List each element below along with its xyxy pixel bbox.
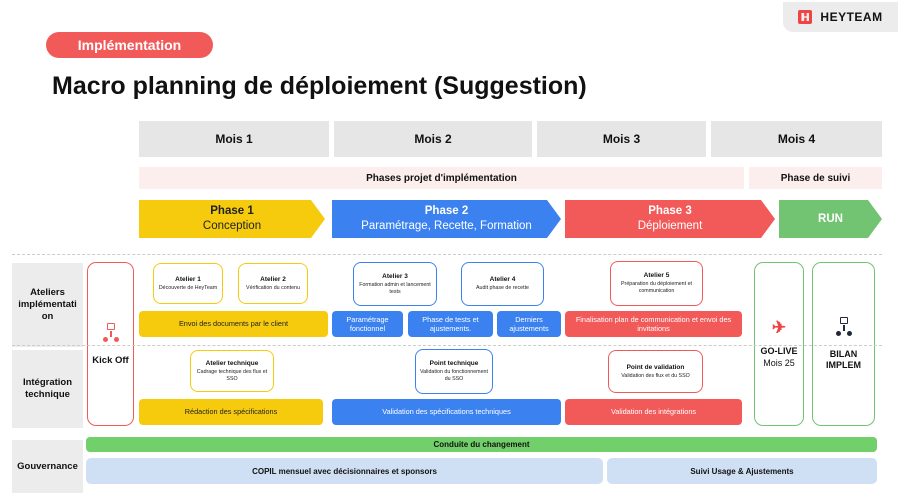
bilan-label: BILAN IMPLEM bbox=[826, 348, 861, 370]
month-4-header: Mois 4 bbox=[711, 121, 882, 157]
org-chart-icon bbox=[835, 316, 852, 339]
phase-title: Phase 2 bbox=[424, 205, 469, 218]
tech-card-title: Point de validation bbox=[626, 363, 685, 371]
conduite-bar: Conduite du changement bbox=[86, 437, 877, 452]
tech-card-title: Atelier technique bbox=[205, 359, 259, 367]
workshop-bar: Phase de tests et ajustements. bbox=[408, 311, 493, 337]
phase-1-arrow: Phase 1 Conception bbox=[139, 200, 325, 238]
rocket-icon: ✈ bbox=[771, 318, 787, 338]
tech-card-title: Point technique bbox=[429, 360, 479, 368]
phase-title: Phase 3 bbox=[648, 205, 692, 218]
run-arrow: RUN bbox=[779, 200, 882, 238]
suivi-band: Phase de suivi bbox=[749, 167, 882, 189]
golive-sub: Mois 25 bbox=[763, 357, 795, 368]
workshop-card: Atelier 2 Vérification du contenu bbox=[238, 263, 308, 304]
tech-bar: Validation des spécifications techniques bbox=[332, 399, 561, 425]
row-label-ateliers: Ateliers implémentati on bbox=[12, 263, 83, 347]
tech-card: Atelier technique Cadrage technique des … bbox=[190, 350, 274, 392]
month-3-header: Mois 3 bbox=[537, 121, 706, 157]
phase-subtitle: Conception bbox=[202, 220, 262, 232]
suivi-usage-bar: Suivi Usage & Ajustements bbox=[607, 458, 877, 484]
kickoff-column: Kick Off bbox=[87, 262, 134, 426]
phase-title: RUN bbox=[818, 212, 843, 225]
workshop-title: Atelier 3 bbox=[382, 272, 408, 280]
phase-3-arrow: Phase 3 Déploiement bbox=[565, 200, 775, 238]
row-label-integration: Intégration technique bbox=[12, 350, 83, 428]
workshop-bar: Envoi des documents par le client bbox=[139, 311, 328, 337]
tech-bar: Rédaction des spécifications bbox=[139, 399, 323, 425]
workshop-desc: Découverte de HeyTeam bbox=[158, 284, 218, 291]
section-pill: Implémentation bbox=[46, 32, 213, 58]
workshop-title: Atelier 2 bbox=[260, 275, 286, 283]
phases-band: Phases projet d'implémentation bbox=[139, 167, 744, 189]
tech-card-desc: Validation du fonctionnement du SSO bbox=[420, 369, 488, 382]
workshop-card: Atelier 5 Préparation du déploiement et … bbox=[610, 261, 703, 306]
workshop-desc: Formation admin et lancement tests bbox=[359, 281, 431, 295]
tech-card: Point de validation Validation des flux … bbox=[608, 350, 703, 393]
workshop-title: Atelier 5 bbox=[643, 272, 670, 280]
brand-tag: HEYTEAM bbox=[783, 2, 898, 32]
workshop-desc: Préparation du déploiement et communicat… bbox=[621, 281, 692, 294]
row-label-gouvernance: Gouvernance bbox=[12, 440, 83, 493]
phase-title: Phase 1 bbox=[210, 205, 254, 218]
workshop-desc: Vérification du contenu bbox=[246, 284, 300, 291]
brand-name: HEYTEAM bbox=[820, 10, 883, 24]
tech-card-desc: Validation des flux et du SSO bbox=[621, 372, 690, 379]
tech-card: Point technique Validation du fonctionne… bbox=[415, 349, 493, 394]
bilan-column: BILAN IMPLEM bbox=[812, 262, 875, 426]
phase-subtitle: Déploiement bbox=[637, 220, 703, 232]
workshop-card: Atelier 3 Formation admin et lancement t… bbox=[353, 262, 437, 306]
page-title: Macro planning de déploiement (Suggestio… bbox=[52, 72, 587, 100]
divider bbox=[12, 254, 882, 255]
tech-bar: Validation des intégrations bbox=[565, 399, 742, 425]
divider bbox=[12, 345, 882, 346]
workshop-card: Atelier 4 Audit phase de recette bbox=[461, 262, 544, 306]
workshop-bar: Finalisation plan de communication et en… bbox=[565, 311, 742, 337]
month-2-header: Mois 2 bbox=[334, 121, 532, 157]
copil-bar: COPIL mensuel avec décisionnaires et spo… bbox=[86, 458, 603, 484]
golive-column: ✈ GO-LIVE Mois 25 bbox=[754, 262, 804, 426]
phase-subtitle: Paramétrage, Recette, Formation bbox=[361, 220, 532, 232]
workshop-title: Atelier 4 bbox=[489, 276, 516, 284]
workshop-desc: Audit phase de recette bbox=[475, 285, 529, 292]
tech-card-desc: Cadrage technique des flux et SSO bbox=[196, 368, 268, 382]
phase-2-arrow: Phase 2 Paramétrage, Recette, Formation bbox=[332, 200, 561, 238]
heyteam-logo-icon bbox=[798, 10, 813, 24]
golive-label: GO-LIVE bbox=[760, 346, 798, 357]
month-1-header: Mois 1 bbox=[139, 121, 329, 157]
workshop-bar: Paramétrage fonctionnel bbox=[332, 311, 403, 337]
workshop-title: Atelier 1 bbox=[175, 275, 201, 283]
workshop-card: Atelier 1 Découverte de HeyTeam bbox=[153, 263, 223, 304]
workshop-bar: Derniers ajustements bbox=[497, 311, 561, 337]
org-chart-icon bbox=[102, 322, 119, 345]
kickoff-label: Kick Off bbox=[92, 354, 129, 366]
